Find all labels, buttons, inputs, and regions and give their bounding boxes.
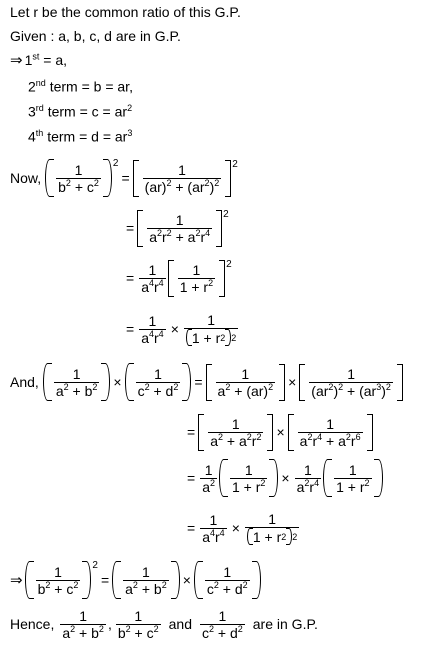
intro-line: Let r be the common ratio of this G.P. xyxy=(10,4,241,20)
given-line: Given : a, b, c, d are in G.P. xyxy=(10,28,181,44)
term-4-line: 4th term = d = ar3 xyxy=(28,128,133,145)
implies-symbol: ⇒ xyxy=(10,52,23,69)
term-1-line: ⇒1st = a, xyxy=(10,51,68,69)
term-3-line: 3rd term = c = ar2 xyxy=(28,103,133,120)
term-2-line: 2nd term = b = ar, xyxy=(28,78,133,95)
bracket-group: 1(ar)2 + (ar2)2 2 xyxy=(132,159,238,197)
